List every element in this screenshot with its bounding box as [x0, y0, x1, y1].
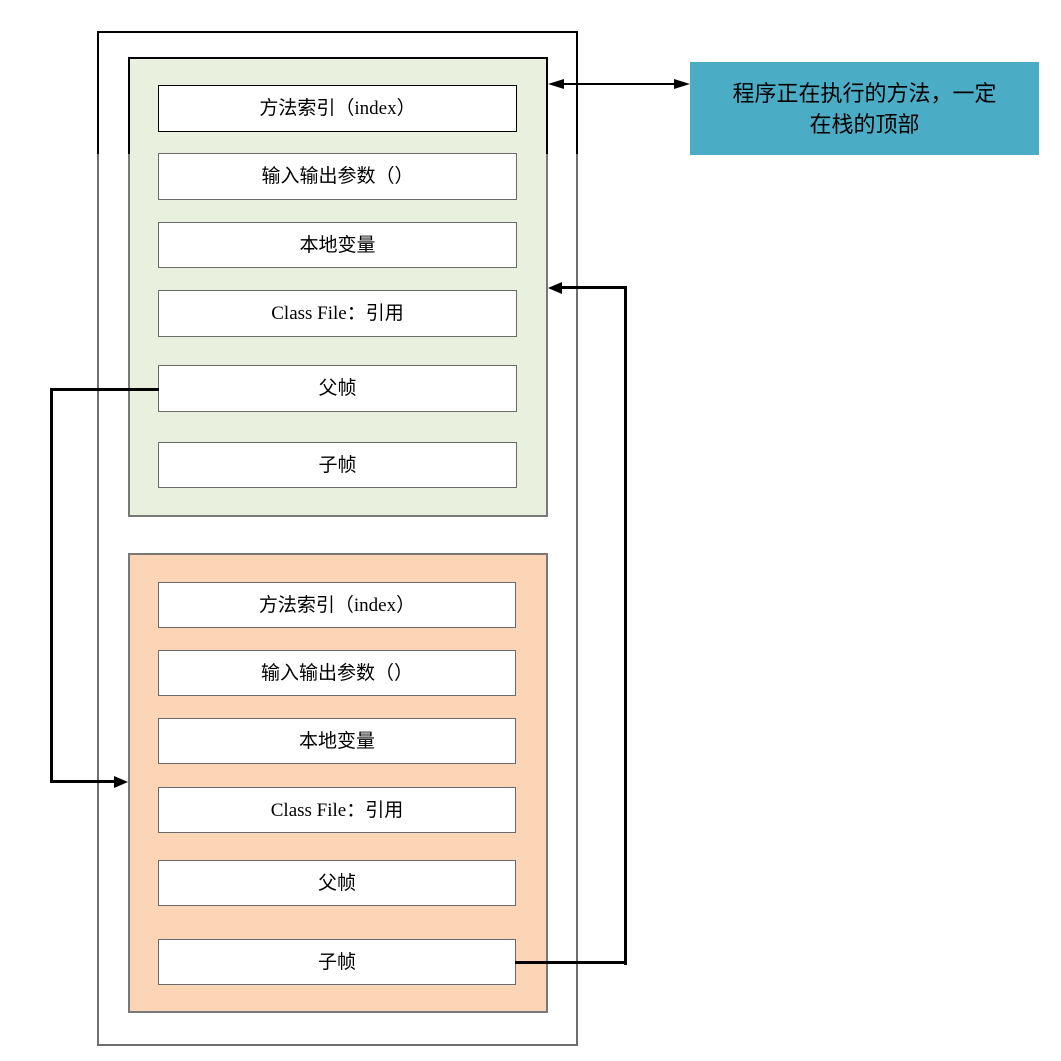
arrow-line [561, 286, 627, 289]
row-classfile-ref: Class File：引用 [158, 787, 516, 833]
row-method-index: 方法索引（index） [158, 582, 516, 628]
arrowhead-right-icon [114, 776, 128, 788]
row-classfile-ref: Class File：引用 [158, 290, 517, 337]
outer-right-edge [576, 31, 578, 154]
arrowhead-left-icon [548, 79, 564, 89]
row-method-index: 方法索引（index） [158, 85, 517, 132]
arrowhead-right-icon [674, 79, 690, 89]
arrow-line [50, 388, 53, 783]
arrow-line [50, 388, 159, 391]
row-child-frame: 子帧 [158, 442, 517, 488]
row-parent-frame: 父帧 [158, 365, 517, 412]
stack-frame-previous [128, 553, 548, 1013]
outer-left-edge [97, 31, 99, 154]
frame-right-edge [546, 57, 548, 154]
frame-top-edge [128, 57, 548, 59]
row-io-params: 输入输出参数（） [158, 153, 517, 200]
stack-frame-current [128, 57, 548, 517]
row-io-params: 输入输出参数（） [158, 650, 516, 696]
outer-top-edge [97, 31, 578, 33]
arrow-line [624, 286, 627, 965]
row-local-vars: 本地变量 [158, 222, 517, 268]
arrow-line [50, 780, 116, 783]
row-local-vars: 本地变量 [158, 718, 516, 764]
arrow-line [515, 961, 627, 964]
row-parent-frame: 父帧 [158, 860, 516, 906]
callout-text: 程序正在执行的方法，一定 在栈的顶部 [732, 80, 997, 137]
row-child-frame: 子帧 [158, 939, 516, 985]
arrow-line [558, 83, 678, 85]
frame-left-edge [128, 57, 130, 154]
callout-note: 程序正在执行的方法，一定 在栈的顶部 [690, 62, 1039, 155]
arrowhead-left-icon [548, 282, 562, 294]
